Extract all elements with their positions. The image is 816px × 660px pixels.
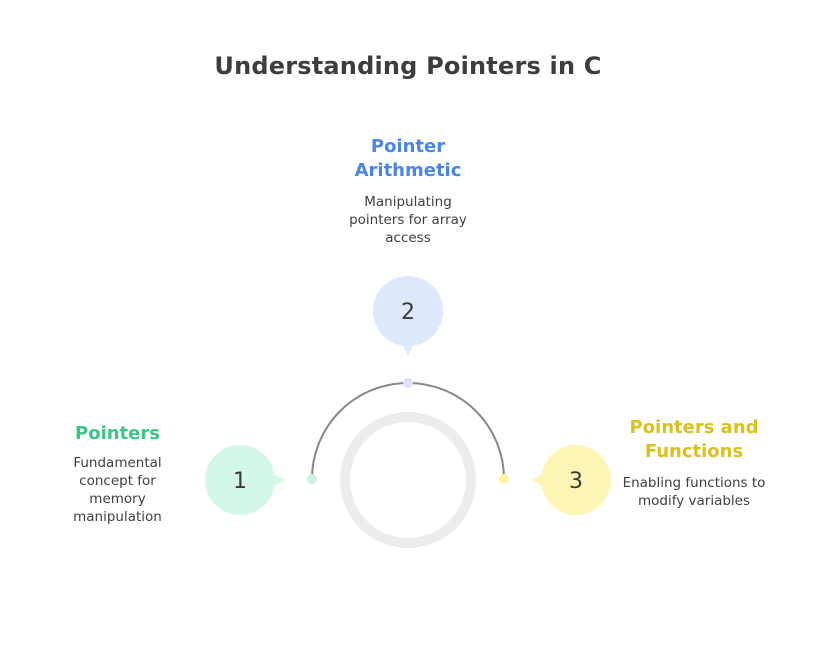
step-1-heading: Pointers — [75, 423, 160, 444]
step-2-label: Pointer Arithmetic Manipulating pointers… — [328, 135, 488, 247]
step-3-number: 3 — [569, 469, 583, 494]
step-3-heading: Pointers and Functions — [629, 417, 759, 462]
step-2-bubble: 2 — [373, 276, 443, 356]
arc-node-3 — [499, 474, 509, 484]
arc-node-1 — [307, 474, 317, 484]
step-2-number: 2 — [401, 300, 415, 325]
step-3-bubble: 3 — [531, 445, 611, 515]
arc-node-2 — [403, 378, 413, 388]
step-2-heading: Pointer Arithmetic — [354, 136, 462, 181]
step-1-number: 1 — [233, 469, 247, 494]
step-1-bubble: 1 — [205, 445, 285, 515]
diagram-title: Understanding Pointers in C — [214, 52, 602, 80]
step-3-label: Pointers and Functions Enabling function… — [618, 416, 770, 510]
progress-arc — [311, 382, 505, 480]
step-1-description: Fundamental concept for memory manipulat… — [73, 455, 162, 525]
step-3-description: Enabling functions to modify variables — [622, 475, 766, 509]
step-2-description: Manipulating pointers for array access — [349, 194, 467, 246]
center-ring — [340, 412, 476, 548]
step-1-label: Pointers Fundamental concept for memory … — [55, 422, 180, 526]
